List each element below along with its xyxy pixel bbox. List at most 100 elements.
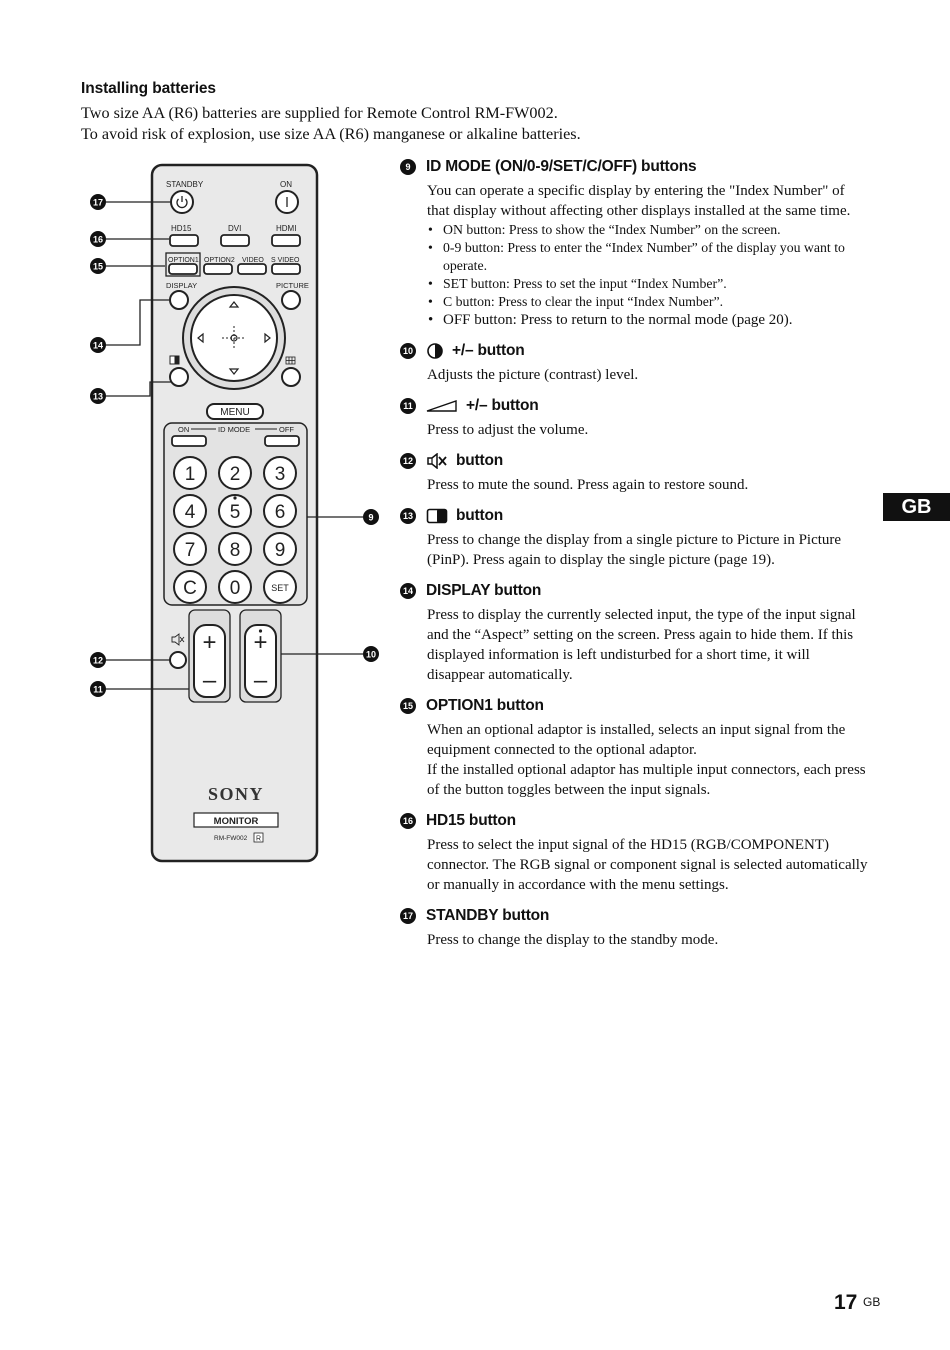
- label-option1: OPTION1: [168, 257, 199, 264]
- arrow-icons: [197, 301, 271, 375]
- item-standby: 17 STANDBY button Press to change the di…: [400, 905, 870, 950]
- item-number: 10: [400, 343, 416, 359]
- callout-15-label: 15: [93, 262, 103, 272]
- intro-line-2: To avoid risk of explosion, use size AA …: [81, 125, 581, 143]
- contrast-rocker[interactable]: [244, 624, 277, 698]
- item-pinp: 13 button Press to change the display fr…: [400, 505, 870, 570]
- callout-9: [363, 509, 379, 525]
- key-9[interactable]: [263, 532, 297, 566]
- label-picture: PICTURE: [276, 281, 309, 290]
- key-set-label: SET: [271, 583, 289, 593]
- key-6[interactable]: [263, 494, 297, 528]
- item-text-2: If the installed optional adaptor has mu…: [427, 762, 866, 798]
- item-number: 9: [400, 159, 416, 175]
- label-id-off: OFF: [279, 425, 294, 434]
- item-number: 15: [400, 698, 416, 714]
- callout-15: [90, 258, 106, 274]
- key-2[interactable]: [218, 456, 252, 490]
- option1-button[interactable]: [168, 263, 198, 275]
- key-5[interactable]: [218, 494, 252, 528]
- callout-13: [90, 388, 106, 404]
- callout-10: [363, 646, 379, 662]
- item-text: Press to change the display to the stand…: [427, 932, 719, 948]
- video-button[interactable]: [237, 263, 267, 275]
- r-mark-box: [253, 832, 264, 843]
- item-title: DISPLAY button: [426, 582, 542, 599]
- label-hd15: HD15: [171, 224, 192, 233]
- item-text: You can operate a specific display by en…: [427, 183, 851, 219]
- callout-16: [90, 231, 106, 247]
- key-0[interactable]: [218, 570, 252, 604]
- key-3[interactable]: [263, 456, 297, 490]
- key-2-label: 2: [230, 464, 241, 485]
- option2-button[interactable]: [203, 263, 233, 275]
- bullet-item: SET button: Press to set the input “Inde…: [427, 275, 870, 293]
- grid-button[interactable]: [281, 367, 301, 387]
- item-title: button: [456, 507, 503, 524]
- item-number: 11: [400, 398, 416, 414]
- svideo-button[interactable]: [271, 263, 301, 275]
- label-id-mode: ID MODE: [218, 425, 250, 434]
- hdmi-button[interactable]: [271, 234, 301, 247]
- callout-9-label: 9: [368, 513, 373, 523]
- option1-highlight: [165, 252, 201, 277]
- item-text: Press to select the input signal of the …: [427, 837, 868, 893]
- item-text: Press to mute the sound. Press again to …: [427, 477, 749, 493]
- item-title: +/– button: [452, 342, 525, 359]
- item-title: HD15 button: [426, 812, 516, 829]
- id-on-button[interactable]: [171, 435, 207, 447]
- item-id-mode: 9 ID MODE (ON/0-9/SET/C/OFF) buttons You…: [400, 156, 870, 330]
- key-c[interactable]: [173, 570, 207, 604]
- power-icon: [176, 196, 188, 209]
- remote-control-illustration: STANDBY ON HD15 DVI HDMI OPTION1 OPTION2…: [90, 163, 379, 863]
- label-hdmi: HDMI: [276, 224, 296, 233]
- callout-14: [90, 337, 106, 353]
- callout-12-label: 12: [93, 656, 103, 666]
- key-7[interactable]: [173, 532, 207, 566]
- page-number: 17: [834, 1291, 858, 1314]
- item-bullets: ON button: Press to show the “Index Numb…: [427, 221, 870, 330]
- menu-button[interactable]: [206, 403, 264, 420]
- enter-icon: [222, 326, 246, 350]
- pinp-icon: [426, 508, 448, 524]
- key-set[interactable]: [263, 570, 297, 604]
- item-number: 13: [400, 508, 416, 524]
- label-model: RM-FW002: [214, 835, 248, 842]
- item-volume: 11 +/– button Press to adjust the volume…: [400, 395, 870, 440]
- item-title: button: [456, 452, 503, 469]
- mute-button[interactable]: [169, 651, 187, 669]
- key-0-label: 0: [230, 578, 241, 599]
- label-display: DISPLAY: [166, 281, 197, 290]
- mute-icon: [426, 453, 448, 469]
- key-1[interactable]: [173, 456, 207, 490]
- key-6-label: 6: [275, 502, 286, 523]
- picture-button[interactable]: [281, 290, 301, 310]
- item-number: 14: [400, 583, 416, 599]
- callout-lines-left: [106, 201, 189, 690]
- bullet-item: OFF button: Press to return to the norma…: [427, 311, 870, 330]
- key-4-label: 4: [185, 502, 196, 523]
- item-text: Press to adjust the volume.: [427, 422, 589, 438]
- id-off-button[interactable]: [264, 435, 300, 447]
- section-heading: Installing batteries: [81, 80, 216, 97]
- label-svideo: S VIDEO: [271, 257, 300, 264]
- callout-14-label: 14: [93, 341, 103, 351]
- volume-rocker[interactable]: [193, 624, 226, 698]
- hd15-button[interactable]: [169, 234, 199, 247]
- key-8[interactable]: [218, 532, 252, 566]
- pinp-button[interactable]: [169, 367, 189, 387]
- display-button[interactable]: [169, 290, 189, 310]
- item-number: 12: [400, 453, 416, 469]
- bullet-item: 0-9 button: Press to enter the “Index Nu…: [427, 239, 870, 275]
- bullet-item: ON button: Press to show the “Index Numb…: [427, 221, 870, 239]
- key-4[interactable]: [173, 494, 207, 528]
- language-tab: GB: [883, 493, 950, 521]
- key-7-label: 7: [185, 540, 196, 561]
- intro-line-1: Two size AA (R6) batteries are supplied …: [81, 104, 558, 122]
- callout-17: [90, 194, 106, 210]
- button-descriptions: 9 ID MODE (ON/0-9/SET/C/OFF) buttons You…: [400, 156, 870, 960]
- grid-icon: [285, 356, 296, 365]
- dvi-button[interactable]: [220, 234, 250, 247]
- item-number: 17: [400, 908, 416, 924]
- mute-small-icon: [171, 633, 185, 646]
